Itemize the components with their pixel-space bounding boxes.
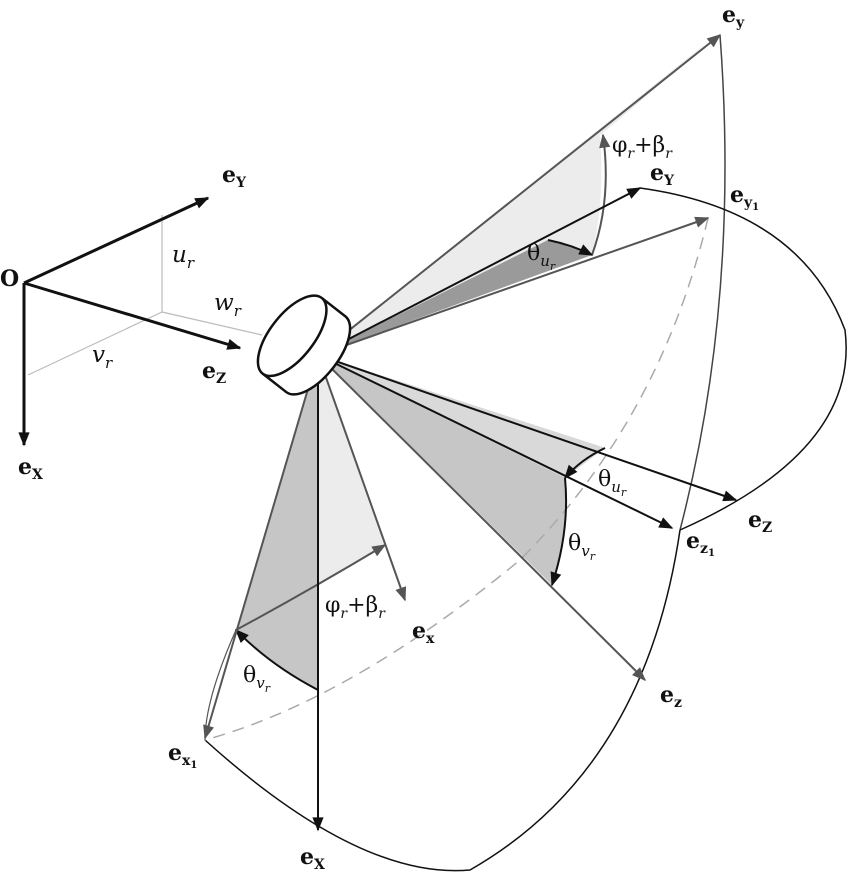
- rotated-vectors: [203, 34, 738, 832]
- label-e-x1: ex1: [168, 740, 197, 771]
- angle-arcs: [235, 133, 611, 691]
- label-phi-beta-bottom: φr+βr: [325, 593, 386, 622]
- origin-label: O: [0, 266, 19, 292]
- label-theta-v-bottom: θvr: [243, 663, 271, 695]
- vector-e-Y-right: [317, 187, 642, 356]
- vector-e-Z-right: [317, 354, 738, 502]
- vector-e-z: [317, 354, 646, 681]
- dashed-circle: [204, 217, 709, 741]
- arc-theta-u-right: [564, 447, 606, 480]
- arc-phi-beta-bottom: [235, 544, 387, 631]
- label-e-Y-right: eY: [650, 160, 675, 189]
- vector-e-x: [317, 354, 407, 602]
- vector-e-x1: [203, 354, 319, 740]
- label-theta-v-right: θvr: [568, 531, 596, 563]
- axis-e-Y-left: [23, 196, 210, 285]
- label-e-Z-right: eZ: [748, 507, 772, 536]
- label-e-Z-global: eZ: [202, 358, 226, 387]
- label-e-X-global: eX: [18, 454, 43, 483]
- global-labels: O eY ur wr vr eZ eX: [0, 162, 247, 483]
- sector-upper-light: [318, 355, 605, 478]
- sector-theta-v-bottom: [236, 355, 318, 690]
- sector-theta-v-right: [318, 355, 567, 585]
- rotor-disc[interactable]: [245, 284, 362, 405]
- label-e-y: ey: [722, 2, 745, 31]
- helper-vr-diagonal: [27, 311, 163, 376]
- label-theta-u-top: θur: [527, 241, 556, 273]
- curve-ey1-ez1: [639, 187, 847, 531]
- vector-e-z1: [317, 354, 674, 529]
- label-v-r: vr: [92, 342, 113, 372]
- helper-wr-horizontal: [161, 311, 263, 336]
- label-e-X-bottom: eX: [300, 844, 325, 873]
- vector-e-y: [317, 34, 722, 356]
- sector-theta-u-top: [318, 240, 592, 355]
- label-phi-beta-top: φr+βr: [612, 133, 673, 162]
- arc-theta-u-top: [547, 239, 594, 256]
- label-theta-u-right: θur: [598, 467, 627, 499]
- global-frame: [18, 196, 263, 447]
- label-w-r: wr: [214, 290, 242, 320]
- rotated-labels: ey eY ey1 eZ ez1 ez ex ex1 eX: [168, 2, 772, 873]
- arc-theta-v-bottom: [235, 628, 319, 691]
- angle-labels: φr+βr θur θur θvr φr+βr θvr: [243, 133, 673, 695]
- curve-ez1-ex: [204, 529, 681, 872]
- arc-theta-v-right: [550, 477, 568, 587]
- label-u-r: ur: [172, 242, 195, 272]
- axis-e-Z-left: [23, 281, 242, 350]
- label-e-z: ez: [660, 682, 682, 711]
- vector-e-y1: [317, 216, 710, 356]
- arc-phi-beta-top: [591, 133, 611, 256]
- label-e-y1: ey1: [730, 182, 759, 213]
- label-e-x: ex: [412, 618, 435, 647]
- curve-ey-to-ez1: [679, 34, 726, 531]
- rotor-front-face[interactable]: [245, 284, 339, 387]
- label-e-z1: ez1: [686, 528, 715, 559]
- label-e-Y-global: eY: [222, 162, 247, 191]
